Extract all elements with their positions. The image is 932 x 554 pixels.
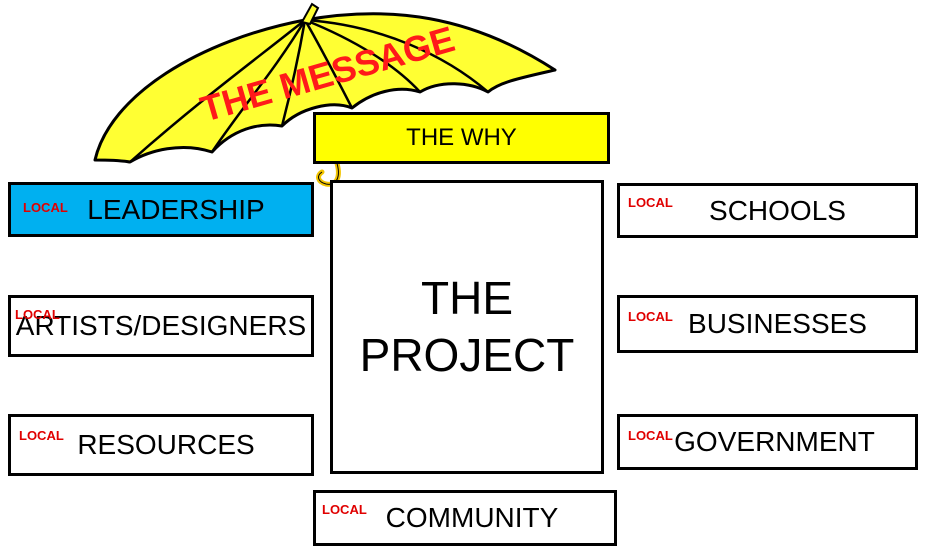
project-box: THE PROJECT — [330, 180, 604, 474]
government-label: GOVERNMENT — [674, 426, 875, 457]
umbrella-rib — [129, 19, 306, 163]
resources-label: RESOURCES — [77, 429, 255, 460]
local-tag: LOCAL — [628, 195, 673, 210]
umbrella-illustration: THE MESSAGE — [93, 2, 557, 187]
resources-box: LOCAL RESOURCES — [8, 414, 314, 476]
local-tag: LOCAL — [23, 200, 68, 215]
leadership-box: LOCAL LEADERSHIP — [8, 182, 314, 237]
artists-box: LOCAL ARTISTS/DESIGNERS — [8, 295, 314, 357]
local-tag: LOCAL — [322, 502, 367, 517]
local-tag: LOCAL — [628, 428, 673, 443]
umbrella-rib — [304, 18, 421, 93]
umbrella-rib — [280, 19, 307, 127]
project-title-line2: PROJECT — [359, 329, 575, 381]
businesses-box: LOCAL BUSINESSES — [617, 295, 918, 353]
local-tag: LOCAL — [628, 309, 673, 324]
community-label: COMMUNITY — [385, 502, 559, 533]
why-box: THE WHY — [313, 112, 610, 164]
schools-box: LOCAL SCHOOLS — [617, 183, 918, 238]
why-label: THE WHY — [406, 124, 517, 151]
government-box: LOCAL GOVERNMENT — [617, 414, 918, 470]
local-tag: LOCAL — [19, 428, 64, 443]
local-tag: LOCAL — [15, 307, 60, 322]
project-title-line1: THE — [421, 271, 513, 324]
schools-label: SCHOOLS — [709, 194, 846, 226]
umbrella-tip — [300, 2, 320, 26]
community-box: LOCAL COMMUNITY — [313, 490, 617, 546]
umbrella-rib — [210, 19, 307, 153]
artists-label: ARTISTS/DESIGNERS — [15, 310, 307, 341]
businesses-label: BUSINESSES — [688, 308, 867, 339]
project-title: THE PROJECT — [360, 270, 575, 385]
umbrella-handle-outline — [318, 159, 339, 185]
umbrella-rib — [303, 19, 354, 109]
leadership-label: LEADERSHIP — [87, 193, 265, 225]
umbrella-rib — [304, 18, 489, 93]
